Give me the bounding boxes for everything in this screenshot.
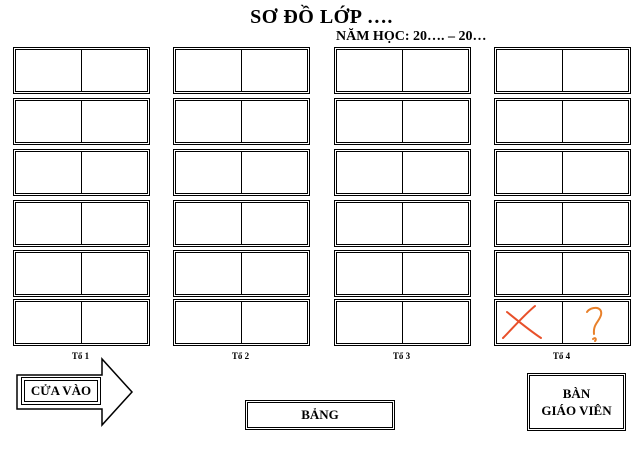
desk	[13, 98, 150, 145]
desk	[13, 299, 150, 346]
seat	[497, 101, 562, 142]
group-label: Tổ 1	[71, 351, 90, 361]
seat	[16, 203, 81, 244]
desk	[494, 98, 631, 145]
desk	[13, 149, 150, 196]
desk	[334, 250, 471, 297]
entrance-door: CỬA VÀO	[16, 357, 134, 427]
seat	[497, 253, 562, 294]
seat	[16, 50, 81, 91]
seat	[241, 302, 307, 343]
seat	[176, 203, 241, 244]
desk	[494, 149, 631, 196]
seat	[81, 101, 147, 142]
x-mark-icon	[502, 305, 542, 339]
seat	[562, 302, 628, 343]
seat	[497, 302, 562, 343]
question-mark-icon	[586, 306, 603, 342]
desk	[13, 47, 150, 94]
seat	[562, 203, 628, 244]
seat	[562, 253, 628, 294]
desk	[334, 47, 471, 94]
seat	[337, 50, 402, 91]
seat	[81, 203, 147, 244]
seat	[562, 50, 628, 91]
desk	[334, 299, 471, 346]
seat	[497, 152, 562, 193]
seat	[497, 50, 562, 91]
seat	[176, 302, 241, 343]
teacher-desk: BÀN GIÁO VIÊN	[527, 373, 626, 431]
seat	[241, 152, 307, 193]
desk	[494, 47, 631, 94]
group-label: Tổ 2	[231, 351, 250, 361]
seat	[16, 152, 81, 193]
desk	[13, 250, 150, 297]
seat	[402, 203, 468, 244]
blackboard: BẢNG	[245, 400, 395, 430]
seat	[16, 302, 81, 343]
seat	[337, 152, 402, 193]
seat	[176, 152, 241, 193]
seat	[402, 302, 468, 343]
school-year: NĂM HỌC: 20…. – 20…	[336, 29, 487, 44]
desk	[173, 250, 310, 297]
seat	[402, 101, 468, 142]
seat	[562, 152, 628, 193]
group-label: Tổ 4	[552, 351, 571, 361]
seat	[562, 101, 628, 142]
desk	[13, 200, 150, 247]
desk	[334, 98, 471, 145]
seat	[81, 253, 147, 294]
seat	[497, 203, 562, 244]
seat	[81, 50, 147, 91]
seat	[241, 253, 307, 294]
seat	[81, 152, 147, 193]
door-label: CỬA VÀO	[21, 377, 101, 405]
desk	[494, 299, 631, 346]
seat	[241, 50, 307, 91]
desk	[494, 250, 631, 297]
seat	[81, 302, 147, 343]
seat	[402, 152, 468, 193]
desk	[173, 299, 310, 346]
desk	[494, 200, 631, 247]
seat	[337, 203, 402, 244]
seat	[402, 50, 468, 91]
teacher-desk-line1: BÀN	[562, 386, 591, 401]
seat	[176, 101, 241, 142]
seat	[16, 101, 81, 142]
desk	[334, 149, 471, 196]
page-title: SƠ ĐỒ LỚP ….	[250, 6, 393, 28]
seat	[241, 203, 307, 244]
teacher-desk-line2: GIÁO VIÊN	[541, 403, 612, 418]
seat	[176, 50, 241, 91]
seat	[402, 253, 468, 294]
group-label: Tổ 3	[392, 351, 411, 361]
seat	[337, 101, 402, 142]
seat	[337, 253, 402, 294]
seat	[337, 302, 402, 343]
desk	[173, 47, 310, 94]
seat	[241, 101, 307, 142]
seat	[16, 253, 81, 294]
desk	[334, 200, 471, 247]
desk	[173, 149, 310, 196]
desk	[173, 200, 310, 247]
seat	[176, 253, 241, 294]
desk	[173, 98, 310, 145]
